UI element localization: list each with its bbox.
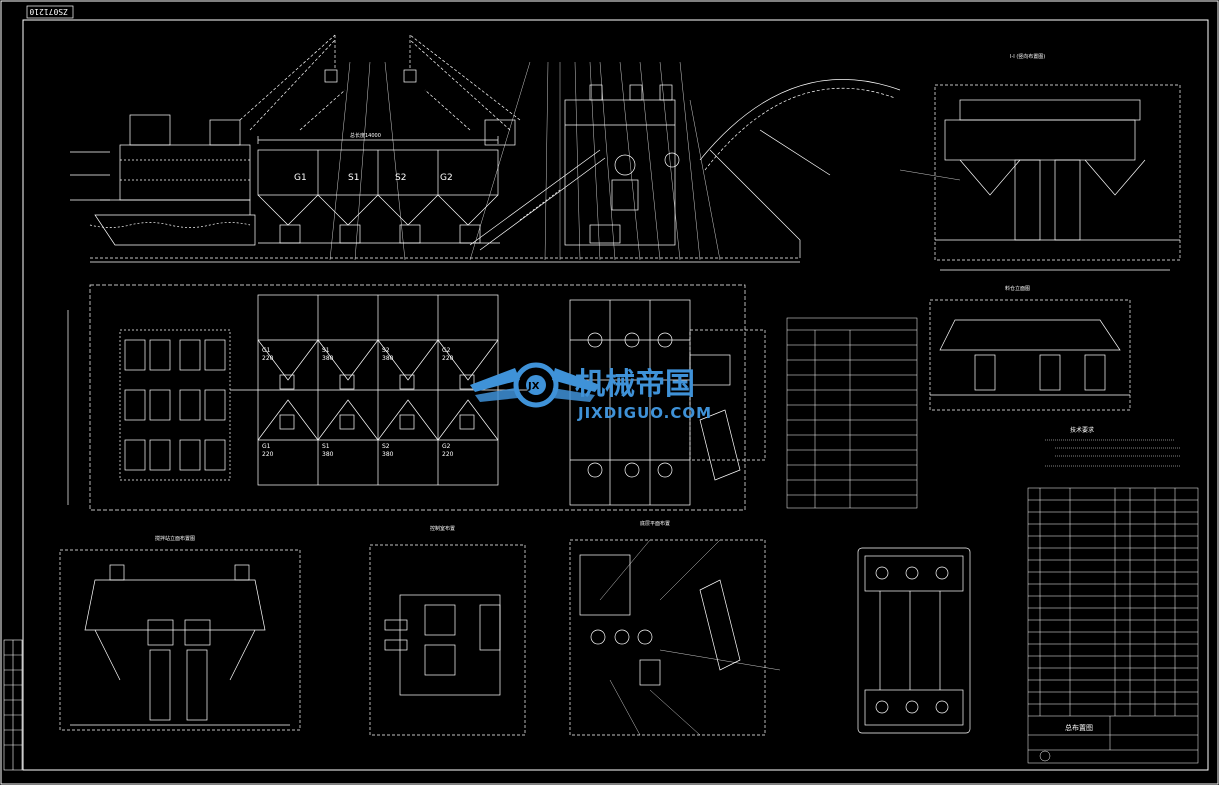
- plan-bin-s1-bottom: S1: [322, 443, 330, 450]
- section-view-1-title: I-I (竖向布置图): [1010, 53, 1045, 60]
- plan-bin-g1-bottom: G1: [262, 443, 271, 450]
- drawing-id: ZS071210: [29, 7, 68, 16]
- plan-bin-g1-top: G1: [262, 347, 271, 354]
- plan-bin-s1-bottom-value: 380: [322, 451, 334, 458]
- plan-bin-g1-top-value: 220: [262, 355, 274, 362]
- plan-bin-s2-bottom: S2: [382, 443, 390, 450]
- section-view-3-title: 搅拌站立面布置图: [155, 535, 195, 542]
- drawing-title: 总布置图: [1065, 723, 1093, 732]
- bin-label-g2-elev: G2: [440, 173, 453, 183]
- bottom-left-elevation: [59, 549, 301, 731]
- plan-bin-s2-top-value: 380: [382, 355, 394, 362]
- watermark-en: JIXDIGUO.COM: [577, 404, 712, 422]
- control-room-plan: [369, 544, 526, 736]
- ground-floor-plan: [569, 539, 781, 736]
- plan-bin-s2-bottom-value: 380: [382, 451, 394, 458]
- plan-bin-s1-top-value: 380: [322, 355, 334, 362]
- inner-frame: [22, 19, 1209, 771]
- tech-requirements-lines: [1045, 439, 1180, 467]
- plan-bin-g2-top: G2: [442, 347, 451, 354]
- parts-list-table: [1027, 487, 1199, 764]
- section-view-right-mid: [929, 299, 1131, 411]
- plan-bin-s2-top: S2: [382, 347, 390, 354]
- plan-bin-s1-top: S1: [322, 347, 330, 354]
- spec-table: [786, 317, 918, 509]
- watermark: JX 机械帝国 JIXDIGUO.COM: [470, 362, 712, 422]
- bin-label-g1-elev: G1: [294, 173, 307, 183]
- detail-plate: [857, 547, 971, 734]
- drawing-id-box: ZS071210: [26, 5, 74, 19]
- plan-bin-g2-top-value: 220: [442, 355, 454, 362]
- plan-bin-g1-bottom-value: 220: [262, 451, 274, 458]
- section-view-4-title: 控制室布置: [430, 525, 455, 532]
- section-view-right-top: [899, 84, 1181, 271]
- elevation-dimension-label: 总长度14000: [350, 132, 381, 139]
- wings-logo-icon: JX: [470, 362, 600, 408]
- plan-bin-g2-bottom: G2: [442, 443, 451, 450]
- section-view-5-title: 底层平面布置: [640, 520, 670, 527]
- watermark-cn: 机械帝国: [575, 367, 695, 402]
- bin-label-s2-elev: S2: [395, 173, 406, 183]
- section-view-2-title: 料仓立面图: [1005, 285, 1030, 292]
- tech-requirements-title: 技术要求: [1070, 426, 1094, 434]
- plan-bin-g2-bottom-value: 220: [442, 451, 454, 458]
- bin-label-s1-elev: S1: [348, 173, 359, 183]
- main-elevation-view: [70, 34, 901, 263]
- svg-text:JX: JX: [527, 381, 540, 392]
- margin-stamp: [3, 639, 23, 771]
